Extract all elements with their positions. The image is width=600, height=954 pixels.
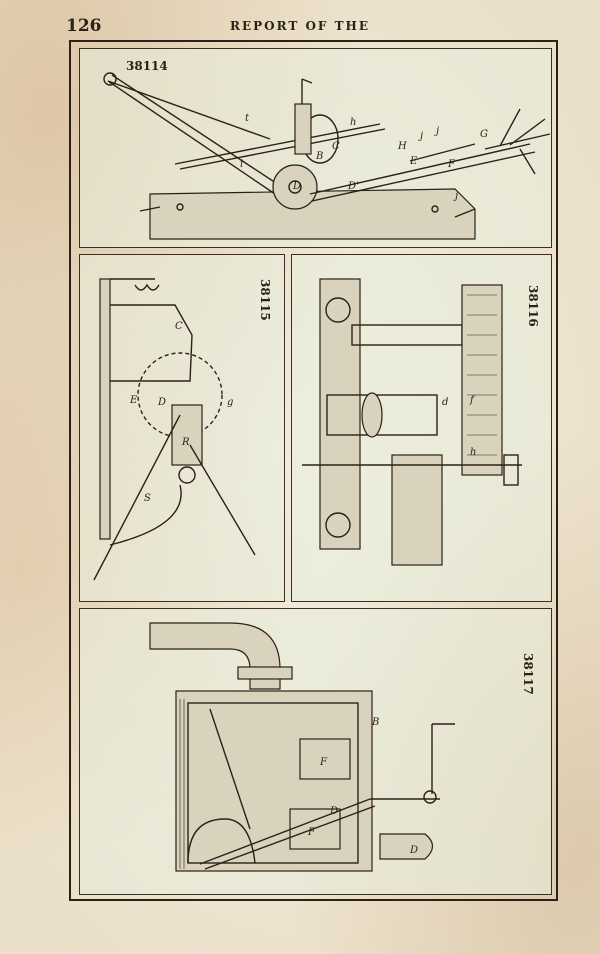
- wall-post: [99, 278, 111, 540]
- connecting-rod: [199, 798, 371, 865]
- svg-text:D': D': [347, 181, 359, 192]
- base-plate: [149, 188, 476, 240]
- grass-stalks: [484, 108, 551, 175]
- page-number: 126: [66, 16, 102, 36]
- svg-text:D: D: [329, 806, 338, 817]
- rod: [93, 414, 181, 581]
- svg-text:F: F: [447, 159, 456, 170]
- figure-number: 38114: [126, 59, 168, 73]
- svg-text:i: i: [240, 159, 243, 170]
- svg-text:B: B: [371, 717, 379, 728]
- svg-text:C: C: [332, 141, 340, 152]
- toothed-rack: [461, 284, 503, 476]
- svg-text:E: E: [129, 395, 138, 406]
- svg-text:D: D: [409, 845, 418, 856]
- svg-text:j: j: [418, 131, 423, 142]
- figure-38115-panel: 38115 C D E g R S: [79, 254, 285, 602]
- gear-wheel: [272, 164, 318, 210]
- slide-block: [171, 404, 203, 466]
- svg-text:h: h: [350, 117, 356, 128]
- svg-text:h: h: [470, 447, 476, 458]
- figure-38116-drawing: d f h: [302, 278, 522, 566]
- svg-text:G: G: [480, 129, 488, 140]
- plate-frame: 38114: [69, 40, 558, 901]
- svg-text:E: E: [409, 156, 418, 167]
- figure-38114-panel: 38114: [79, 48, 552, 248]
- svg-text:H: H: [397, 141, 407, 152]
- svg-text:R: R: [181, 437, 190, 448]
- svg-text:j: j: [453, 191, 458, 202]
- slide-frame: [391, 454, 443, 566]
- svg-text:j: j: [434, 126, 439, 137]
- figure-38117-panel: 38117: [79, 608, 552, 895]
- svg-text:t: t: [245, 113, 250, 124]
- svg-text:C: C: [175, 321, 183, 332]
- steam-pipe: [149, 622, 281, 690]
- svg-text:D: D: [292, 181, 301, 192]
- svg-text:S: S: [144, 493, 151, 504]
- cutter-bar: [309, 143, 531, 195]
- figure-38115-drawing: C D E g R S: [93, 278, 256, 581]
- svg-text:F: F: [319, 757, 328, 768]
- lever-arm: [107, 80, 276, 195]
- upper-piston: [299, 738, 351, 780]
- svg-text:F: F: [307, 827, 316, 838]
- lower-piston: [289, 808, 341, 850]
- svg-text:g: g: [227, 397, 233, 408]
- frame-upright: [319, 278, 361, 550]
- figure-38117-drawing: B F F D D: [149, 622, 455, 872]
- svg-text:f: f: [469, 395, 476, 406]
- running-head: REPORT OF THE: [229, 19, 371, 33]
- vertical-post: [294, 103, 312, 155]
- housing: [110, 304, 193, 382]
- svg-text:D: D: [157, 397, 166, 408]
- output-shaft: [379, 833, 434, 860]
- figure-38116-panel: 38116 d f h: [291, 254, 552, 602]
- svg-text:B: B: [315, 151, 323, 162]
- figure-38114-drawing: t h B C D D' E F G H j j j i: [103, 72, 551, 240]
- svg-text:d: d: [442, 397, 448, 408]
